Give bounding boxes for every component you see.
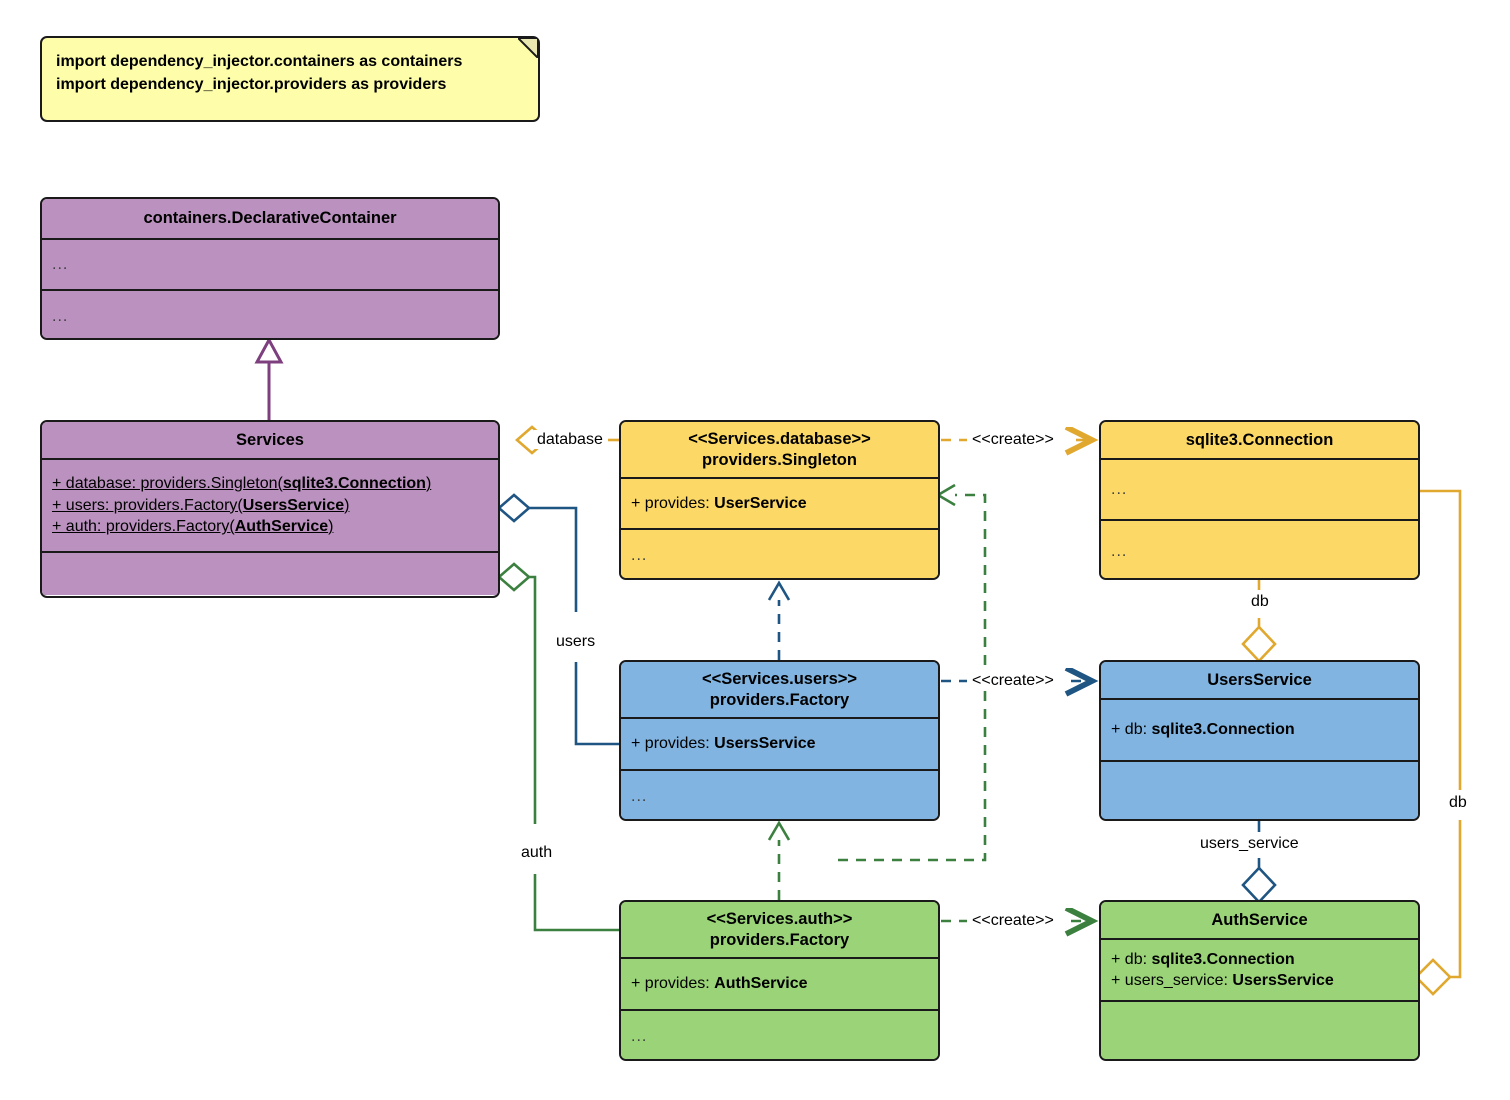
operations-compartment bbox=[42, 553, 498, 595]
class-services[interactable]: Services + database: providers.Singleton… bbox=[40, 420, 500, 598]
edge-label-database: database bbox=[534, 430, 606, 449]
class-services-database[interactable]: <<Services.database>> providers.Singleto… bbox=[619, 420, 940, 580]
class-title: AuthService bbox=[1211, 910, 1308, 929]
attributes-compartment: + provides: AuthService bbox=[621, 959, 938, 1011]
edge-aggregation-auth bbox=[497, 562, 619, 932]
attributes-compartment: + provides: UserService bbox=[621, 479, 938, 530]
edge-label-users-service: users_service bbox=[1197, 834, 1302, 853]
class-title: providers.Factory bbox=[709, 930, 850, 949]
class-title: providers.Factory bbox=[709, 690, 850, 709]
class-auth-service[interactable]: AuthService + db: sqlite3.Connection + u… bbox=[1099, 900, 1420, 1061]
class-name-compartment: <<Services.database>> providers.Singleto… bbox=[621, 422, 938, 479]
edge-dashed-auth-to-users bbox=[767, 820, 791, 900]
class-sqlite3-connection[interactable]: sqlite3.Connection ... ... bbox=[1099, 420, 1420, 580]
operation-row: ... bbox=[52, 307, 69, 325]
edge-label-db-auth: db bbox=[1446, 793, 1470, 812]
class-name-compartment: <<Services.auth>> providers.Factory bbox=[621, 902, 938, 959]
attribute-row-db: + db: sqlite3.Connection bbox=[1111, 950, 1295, 968]
attributes-compartment: + db: sqlite3.Connection + users_service… bbox=[1101, 940, 1418, 1002]
operations-compartment: ... bbox=[621, 771, 938, 819]
class-name-compartment: containers.DeclarativeContainer bbox=[42, 199, 498, 240]
class-stereotype: <<Services.auth>> bbox=[706, 909, 853, 928]
note-imports: import dependency_injector.containers as… bbox=[40, 36, 540, 122]
edge-dashed-users-to-database bbox=[767, 580, 791, 660]
edge-aggregation-users bbox=[497, 493, 619, 746]
attribute-row: ... bbox=[1111, 480, 1128, 498]
class-name-compartment: Services bbox=[42, 422, 498, 460]
note-line-1: import dependency_injector.containers as… bbox=[56, 53, 463, 70]
class-stereotype: <<Services.users>> bbox=[701, 669, 858, 688]
operations-compartment bbox=[1101, 762, 1418, 819]
attribute-row-provides: + provides: UserService bbox=[631, 494, 807, 512]
edge-label-db-users: db bbox=[1248, 592, 1272, 611]
edge-label-create-database: <<create>> bbox=[969, 430, 1057, 449]
operations-compartment: ... bbox=[1101, 521, 1418, 578]
edge-generalization-services bbox=[254, 336, 284, 420]
class-title: providers.Singleton bbox=[702, 450, 857, 469]
attribute-row-db: + db: sqlite3.Connection bbox=[1111, 721, 1295, 739]
attribute-row-auth: + auth: providers.Factory(AuthService) bbox=[52, 518, 334, 536]
class-title: sqlite3.Connection bbox=[1185, 430, 1334, 449]
attribute-row-users: + users: providers.Factory(UsersService) bbox=[52, 496, 350, 514]
note-fold-icon bbox=[518, 38, 538, 58]
class-name-compartment: <<Services.users>> providers.Factory bbox=[621, 662, 938, 719]
class-services-auth[interactable]: <<Services.auth>> providers.Factory + pr… bbox=[619, 900, 940, 1061]
class-services-users[interactable]: <<Services.users>> providers.Factory + p… bbox=[619, 660, 940, 821]
operation-row: ... bbox=[1111, 542, 1128, 560]
operation-row: ... bbox=[631, 788, 648, 806]
operation-row: ... bbox=[631, 1028, 648, 1046]
class-name-compartment: AuthService bbox=[1101, 902, 1418, 940]
operations-compartment bbox=[1101, 1002, 1418, 1059]
edge-label-create-auth: <<create>> bbox=[969, 911, 1057, 930]
attributes-compartment: ... bbox=[42, 240, 498, 291]
attributes-compartment: + provides: UsersService bbox=[621, 719, 938, 771]
edge-aggregation-db-auth bbox=[1414, 489, 1462, 996]
attribute-row-provides: + provides: AuthService bbox=[631, 975, 808, 993]
operations-compartment: ... bbox=[621, 530, 938, 578]
class-users-service[interactable]: UsersService + db: sqlite3.Connection bbox=[1099, 660, 1420, 821]
operations-compartment: ... bbox=[42, 291, 498, 338]
attributes-compartment: + database: providers.Singleton(sqlite3.… bbox=[42, 460, 498, 553]
class-title: Services bbox=[236, 430, 304, 449]
note-line-2: import dependency_injector.providers as … bbox=[56, 76, 447, 93]
attributes-compartment: ... bbox=[1101, 460, 1418, 521]
edge-label-create-users: <<create>> bbox=[969, 671, 1057, 690]
class-declarative-container[interactable]: containers.DeclarativeContainer ... ... bbox=[40, 197, 500, 340]
class-name-compartment: UsersService bbox=[1101, 662, 1418, 700]
class-name-compartment: sqlite3.Connection bbox=[1101, 422, 1418, 460]
edge-label-users: users bbox=[553, 632, 599, 651]
operations-compartment: ... bbox=[621, 1011, 938, 1059]
operation-row: ... bbox=[631, 546, 648, 564]
attribute-row: ... bbox=[52, 255, 69, 273]
class-stereotype: <<Services.database>> bbox=[688, 429, 871, 448]
class-title: containers.DeclarativeContainer bbox=[143, 209, 397, 227]
attribute-row-database: + database: providers.Singleton(sqlite3.… bbox=[52, 475, 432, 493]
attribute-row-provides: + provides: UsersService bbox=[631, 735, 816, 753]
attribute-row-users-service: + users_service: UsersService bbox=[1111, 972, 1334, 989]
attributes-compartment: + db: sqlite3.Connection bbox=[1101, 700, 1418, 762]
edge-label-auth: auth bbox=[518, 843, 556, 862]
class-title: UsersService bbox=[1207, 670, 1312, 689]
